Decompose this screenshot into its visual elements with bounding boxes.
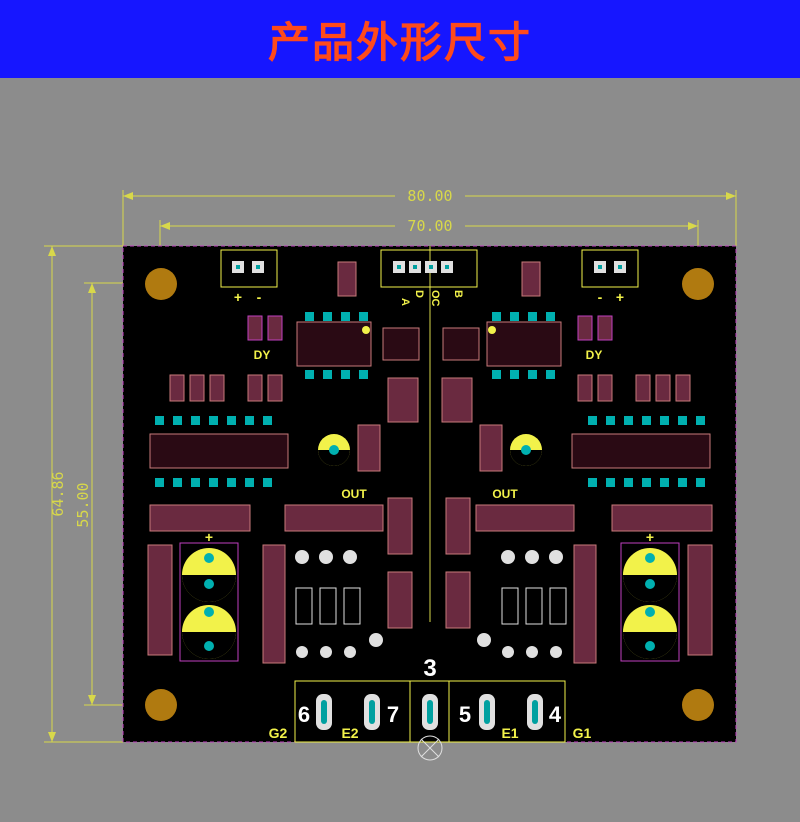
bottom-terminal-block bbox=[294, 680, 566, 743]
mounting-hole-bottom-right bbox=[682, 689, 714, 721]
transistor-pads bbox=[295, 550, 563, 658]
mounting-hole-top-left bbox=[145, 268, 177, 300]
label-e2: E2 bbox=[341, 725, 358, 741]
out-label-left: OUT bbox=[341, 487, 367, 501]
title-banner: 产品外形尺寸 bbox=[0, 0, 800, 78]
cap-plus-right: + bbox=[646, 529, 654, 545]
pin-label-7: 7 bbox=[387, 702, 399, 727]
pin-label-5: 5 bbox=[459, 702, 471, 727]
signal-header bbox=[380, 249, 478, 288]
transistor-bodies bbox=[295, 587, 567, 625]
dy-label-right: DY bbox=[586, 348, 603, 362]
pad-grid bbox=[155, 312, 705, 487]
electrolytic-caps-small bbox=[318, 434, 542, 466]
cap-plus-left: + bbox=[205, 529, 213, 545]
header-label-b: B bbox=[452, 290, 464, 298]
height-inner-label: 55.00 bbox=[74, 482, 92, 527]
power-minus-left: - bbox=[257, 289, 262, 305]
header-label-d: D bbox=[413, 290, 425, 298]
label-g2: G2 bbox=[269, 725, 288, 741]
label-e1: E1 bbox=[501, 725, 518, 741]
power-minus-right: - bbox=[598, 289, 603, 305]
out-label-right: OUT bbox=[492, 487, 518, 501]
label-g1: G1 bbox=[573, 725, 592, 741]
power-connector-left bbox=[220, 249, 278, 288]
page-title: 产品外形尺寸 bbox=[267, 17, 532, 67]
dy-label-left: DY bbox=[254, 348, 271, 362]
mounting-holes bbox=[145, 268, 714, 721]
jumper-number: 3 bbox=[423, 655, 436, 682]
electrolytic-caps-large bbox=[179, 542, 680, 662]
header-label-oc: OC bbox=[429, 290, 441, 307]
pcb-dimension-drawing: 80.00 70.00 64.86 55.00 + - - + A D OC B bbox=[44, 187, 737, 761]
height-outer-label: 64.86 bbox=[49, 471, 67, 516]
power-plus-right: + bbox=[616, 289, 624, 305]
side-resistor-strips bbox=[147, 497, 713, 664]
width-outer-label: 80.00 bbox=[407, 187, 452, 205]
power-connector-right bbox=[581, 249, 639, 288]
origin-crosshair-icon bbox=[417, 735, 443, 761]
ic-packages bbox=[149, 321, 711, 469]
power-plus-left: + bbox=[234, 289, 242, 305]
dy-components bbox=[247, 315, 613, 341]
header-label-a: A bbox=[399, 298, 411, 306]
mounting-hole-top-right bbox=[682, 268, 714, 300]
width-inner-label: 70.00 bbox=[407, 217, 452, 235]
ic-markers bbox=[362, 326, 496, 334]
resistor-arrays bbox=[149, 374, 713, 532]
pin-label-4: 4 bbox=[549, 702, 562, 727]
mounting-hole-bottom-left bbox=[145, 689, 177, 721]
dimension-arrows bbox=[48, 192, 736, 742]
small-components-top bbox=[337, 261, 541, 297]
pin-label-6: 6 bbox=[298, 702, 310, 727]
